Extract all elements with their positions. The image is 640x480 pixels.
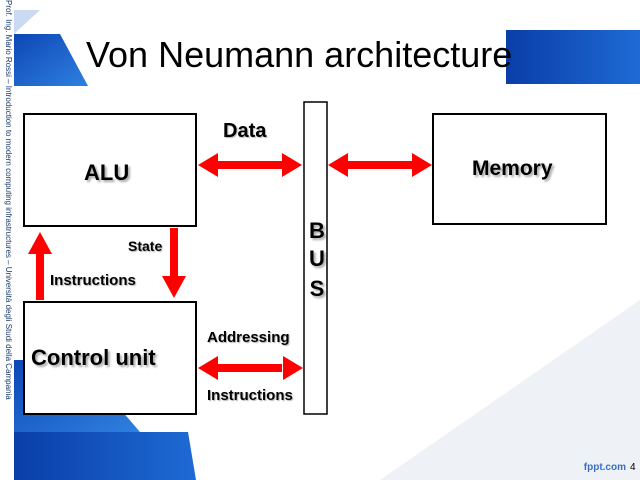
- slide-title: Von Neumann architecture: [86, 34, 513, 75]
- control-bus-arrow: [198, 356, 303, 380]
- instructions-up-label: Instructions: [50, 272, 136, 289]
- memory-label: Memory: [472, 157, 553, 180]
- control-unit-box: [23, 301, 197, 415]
- control-unit-label: Control unit: [31, 345, 156, 370]
- top-right-blue-shape: [506, 30, 640, 84]
- bottom-right-gray-shape: [380, 300, 640, 480]
- bottom-wide-blue-shape: [14, 432, 196, 480]
- page-number: 4: [630, 462, 636, 473]
- instructions-arrow: [28, 232, 52, 300]
- alu-box: [23, 113, 197, 227]
- author-credit: Prof. Ing. Mario Rossi – Introduction to…: [4, 0, 13, 400]
- bus-box: [303, 101, 328, 415]
- data-label: Data: [223, 120, 267, 142]
- bus-letter-b: B: [309, 218, 325, 243]
- top-left-light-shape: [14, 10, 40, 34]
- memory-box: [432, 113, 607, 225]
- state-arrow: [162, 228, 186, 298]
- footer-brand: fppt.com: [583, 462, 626, 473]
- bus-memory-arrow: [328, 153, 432, 177]
- addressing-label: Addressing: [207, 329, 290, 346]
- bus-letter-u: U: [309, 246, 325, 271]
- alu-bus-arrow: [198, 153, 302, 177]
- bus-letter-s: S: [309, 276, 325, 301]
- instructions-bus-label: Instructions: [207, 387, 293, 404]
- alu-label: ALU: [84, 160, 130, 185]
- top-left-blue-shape: [14, 34, 88, 86]
- state-label: State: [128, 238, 163, 254]
